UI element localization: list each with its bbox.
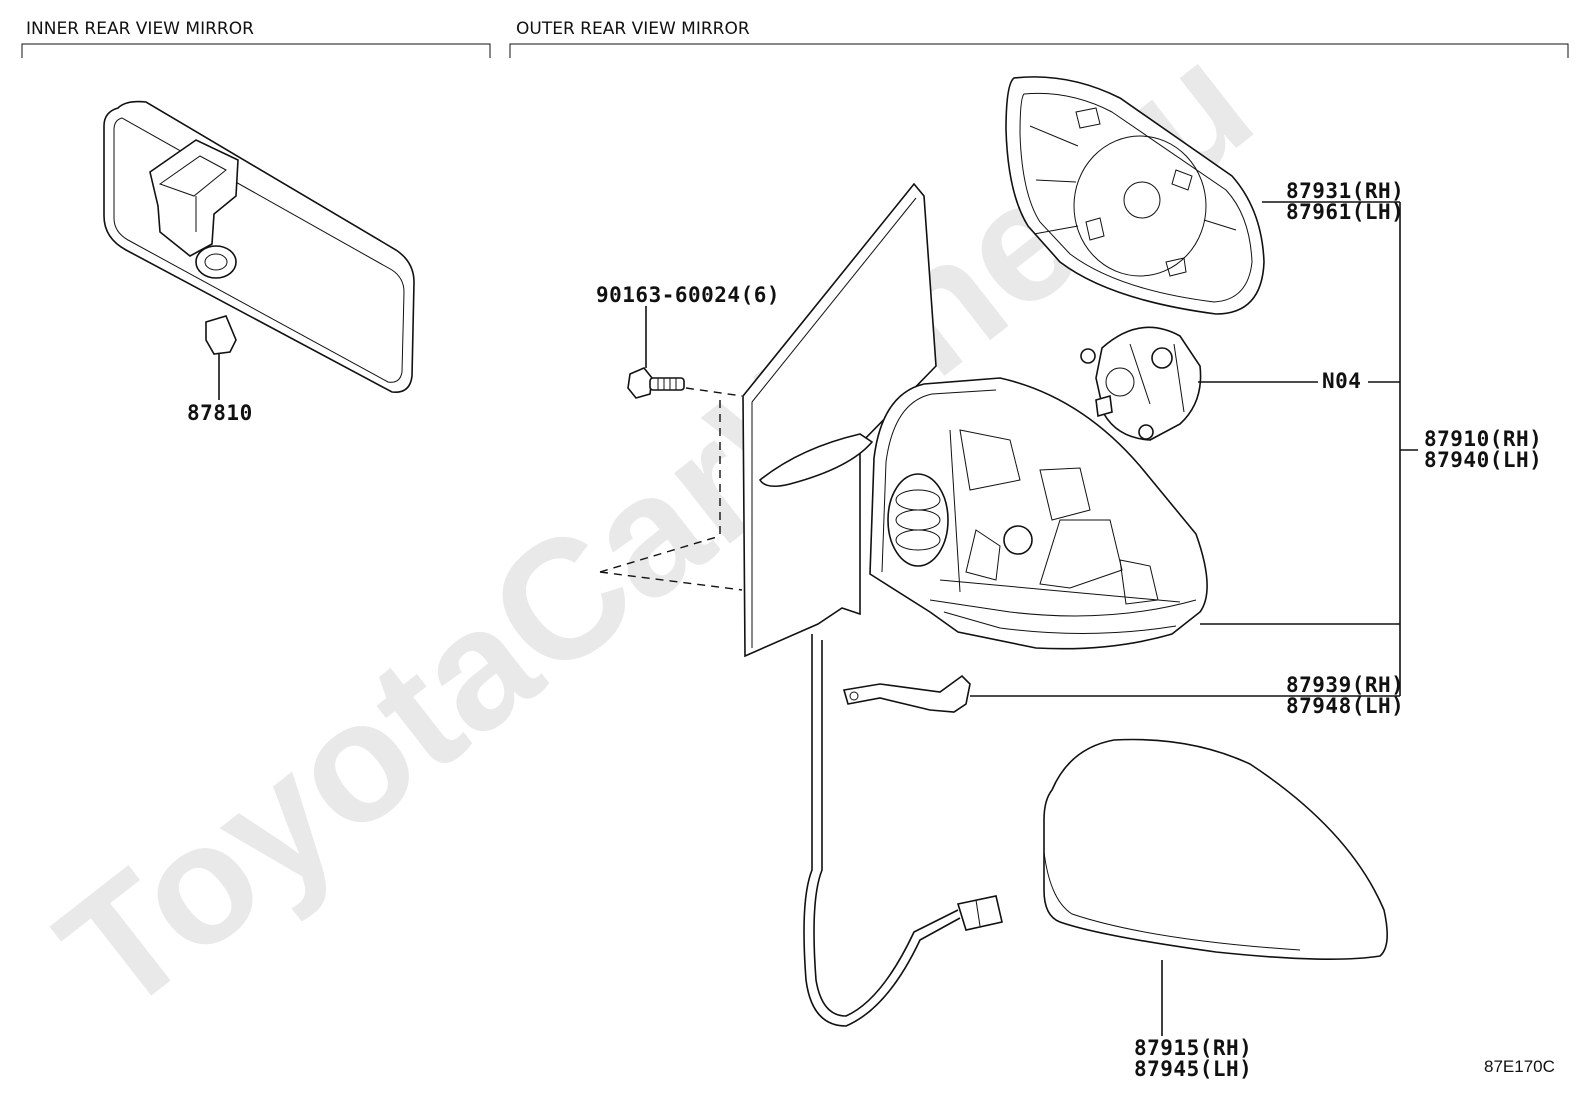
outer-section-bracket bbox=[509, 43, 1569, 58]
diagram-code: 87E170C bbox=[1484, 1057, 1555, 1076]
assembly-group-bracket bbox=[1399, 202, 1418, 696]
mirror-glass-drawing bbox=[1005, 76, 1265, 315]
door-panel-drawing bbox=[742, 182, 937, 658]
inner-mirror-drawing bbox=[103, 100, 415, 393]
actuator-drawing bbox=[1080, 326, 1202, 441]
wire-harness-drawing bbox=[803, 634, 1003, 1027]
mirror-housing-drawing bbox=[758, 377, 1208, 650]
callout-87940: 87940(LH) bbox=[1424, 448, 1542, 472]
bracket-drawing bbox=[842, 674, 971, 713]
bolt-drawing bbox=[627, 367, 685, 399]
assembly-guide-lines bbox=[599, 387, 743, 591]
callout-87810: 87810 bbox=[187, 401, 253, 425]
callout-87948: 87948(LH) bbox=[1286, 694, 1404, 718]
inner-section-title: INNER REAR VIEW MIRROR bbox=[26, 19, 254, 39]
callout-87961: 87961(LH) bbox=[1286, 200, 1404, 224]
mirror-cover-drawing bbox=[1043, 738, 1388, 960]
callout-87910: 87910(RH) bbox=[1424, 427, 1542, 451]
callout-87939: 87939(RH) bbox=[1286, 673, 1404, 697]
callout-87915: 87915(RH) bbox=[1134, 1036, 1252, 1060]
callout-90163: 90163-60024(6) bbox=[596, 283, 780, 307]
outer-section-title: OUTER REAR VIEW MIRROR bbox=[516, 19, 750, 39]
callout-87945: 87945(LH) bbox=[1134, 1057, 1252, 1081]
inner-section-bracket bbox=[21, 43, 491, 58]
callout-87931: 87931(RH) bbox=[1286, 179, 1404, 203]
callout-n04: N04 bbox=[1322, 369, 1361, 393]
